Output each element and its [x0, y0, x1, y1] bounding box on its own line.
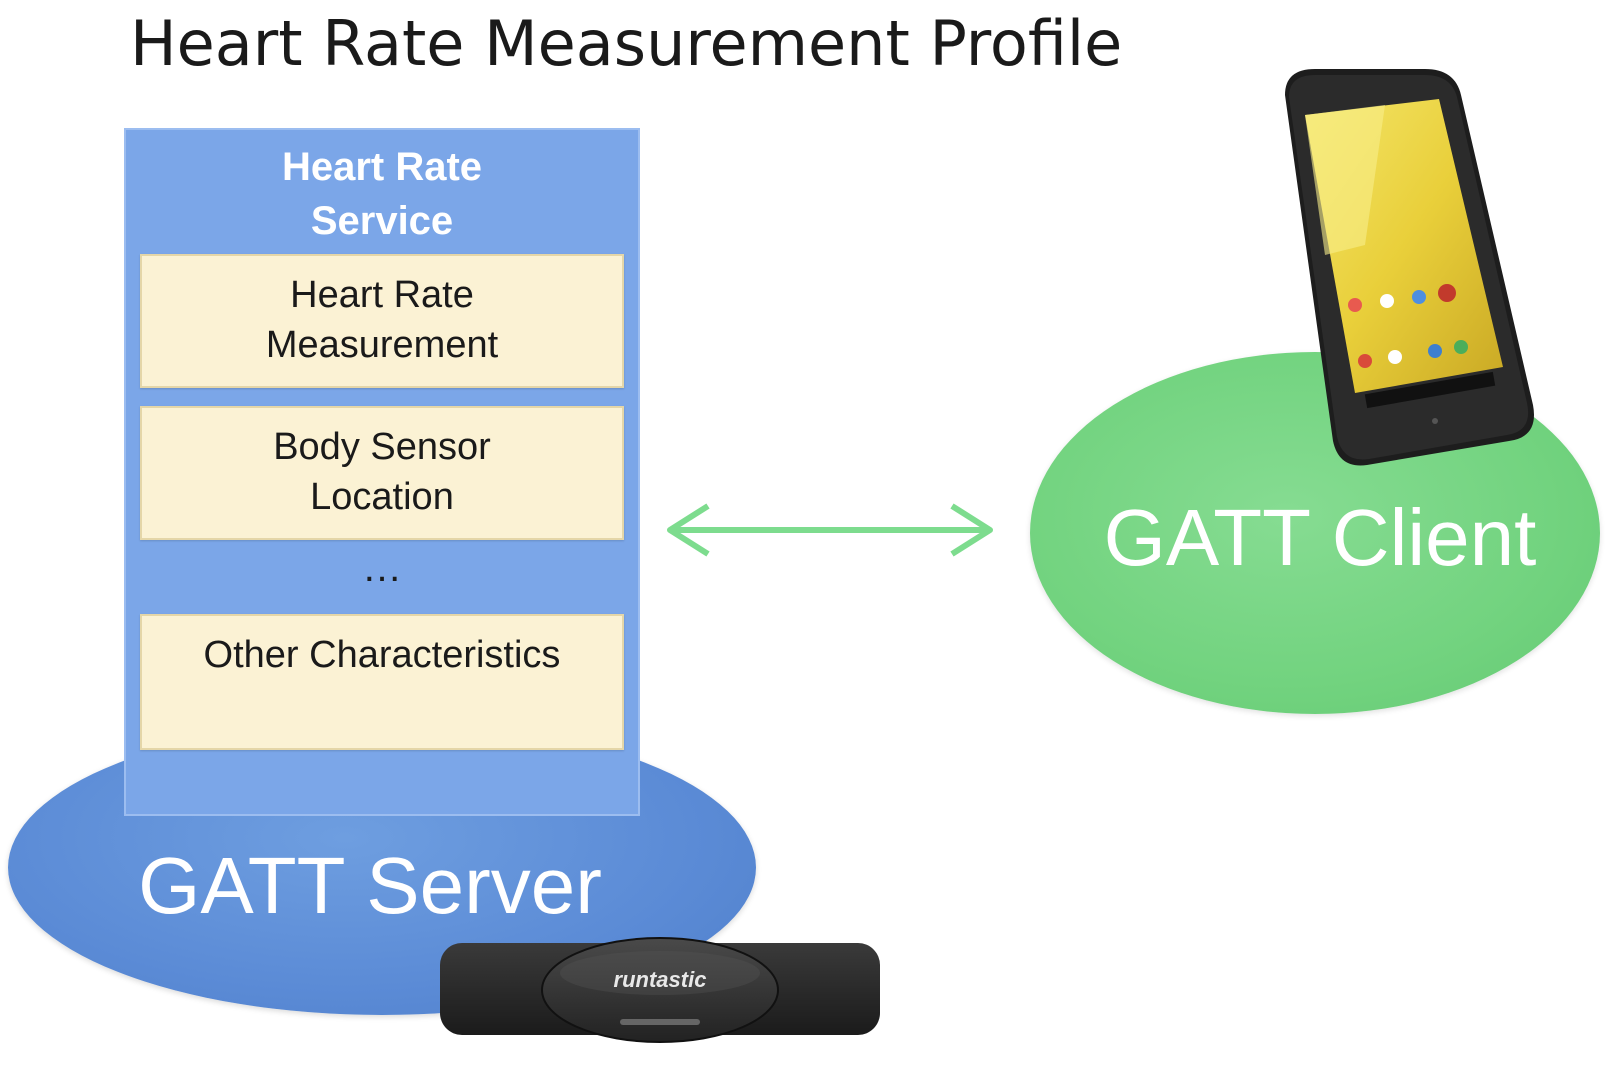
characteristic-label-line2: Location — [310, 476, 454, 518]
page-title: Heart Rate Measurement Profile — [130, 7, 1123, 80]
strap-brand-text: runtastic — [614, 967, 707, 992]
characteristic-body-sensor-location: Body Sensor Location — [140, 406, 624, 540]
heart-rate-strap-icon: runtastic — [440, 937, 880, 1043]
characteristic-other: Other Characteristics — [140, 614, 624, 750]
characteristic-label-line1: Body Sensor — [273, 426, 491, 468]
service-title: Heart Rate Service — [124, 140, 640, 250]
characteristic-label-line2: Measurement — [265, 324, 499, 366]
characteristic-label-line1: Heart Rate — [290, 274, 474, 316]
service-title-line1: Heart Rate — [281, 145, 483, 189]
gatt-client-label: GATT Client — [1103, 493, 1537, 582]
smartphone-icon — [1285, 69, 1534, 466]
characteristic-heart-rate-measurement: Heart Rate Measurement — [140, 254, 624, 388]
gatt-server-label: GATT Server — [138, 841, 602, 930]
more-characteristics-ellipsis: … — [362, 546, 402, 590]
characteristic-label-line1: Other Characteristics — [203, 634, 561, 676]
bidirectional-arrow-icon — [667, 503, 993, 557]
service-title-line2: Service — [310, 199, 454, 243]
